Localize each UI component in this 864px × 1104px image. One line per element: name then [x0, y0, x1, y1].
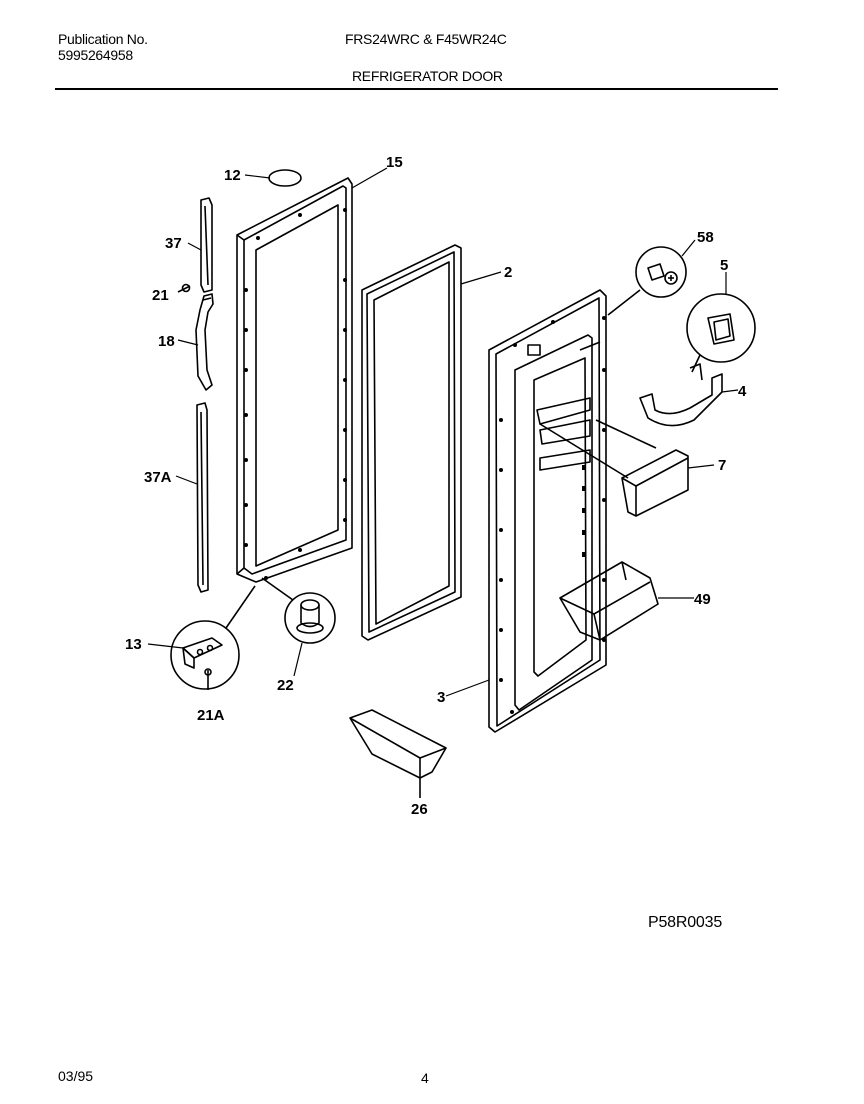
- callout-7: 7: [718, 457, 726, 474]
- callout-2: 2: [504, 264, 512, 281]
- publication-label: Publication No.: [58, 31, 148, 47]
- callout-22: 22: [277, 677, 294, 694]
- part-15-door-frame: [236, 177, 353, 583]
- diagram-code: P58R0035: [648, 914, 723, 931]
- part-21a-screw: [204, 668, 212, 690]
- callout-13: 13: [125, 636, 142, 653]
- callout-21a: 21A: [197, 707, 225, 724]
- footer-date: 03/95: [58, 1068, 94, 1084]
- callout-49: 49: [694, 591, 711, 608]
- publication-number: 5995264958: [58, 47, 133, 63]
- leader-lines: [147, 167, 739, 697]
- callout-37a: 37A: [144, 469, 172, 486]
- part-49-shelf-bin: [559, 561, 659, 641]
- part-2-gasket: [361, 244, 462, 641]
- part-7-bin: [539, 419, 689, 517]
- part-58-screw-detail: [607, 246, 687, 316]
- part-5-detail: [686, 293, 756, 373]
- part-18-handle: [195, 293, 214, 391]
- header-rule: [55, 88, 778, 90]
- part-13-hinge-detail: [170, 585, 256, 690]
- callout-58: 58: [697, 229, 714, 246]
- callout-12: 12: [224, 167, 241, 184]
- callout-3: 3: [437, 689, 445, 706]
- part-22-detail: [261, 577, 336, 644]
- callout-15: 15: [386, 154, 403, 171]
- part-4-rail: [639, 363, 723, 427]
- callout-18: 18: [158, 333, 175, 350]
- callout-26: 26: [411, 801, 428, 818]
- callout-5: 5: [720, 257, 728, 274]
- part-12-plug: [268, 169, 302, 187]
- callout-37: 37: [165, 235, 182, 252]
- footer-page-number: 4: [421, 1070, 429, 1086]
- part-37-strip-upper: [200, 197, 213, 293]
- part-37a-strip-lower: [196, 402, 209, 593]
- callout-4: 4: [738, 383, 747, 400]
- part-21-screw: [177, 283, 191, 293]
- part-3-door-liner: [488, 289, 607, 733]
- callout-21: 21: [152, 287, 169, 304]
- section-title: REFRIGERATOR DOOR: [352, 68, 503, 84]
- part-26-tray: [349, 709, 447, 798]
- model-number: FRS24WRC & F45WR24C: [345, 31, 507, 47]
